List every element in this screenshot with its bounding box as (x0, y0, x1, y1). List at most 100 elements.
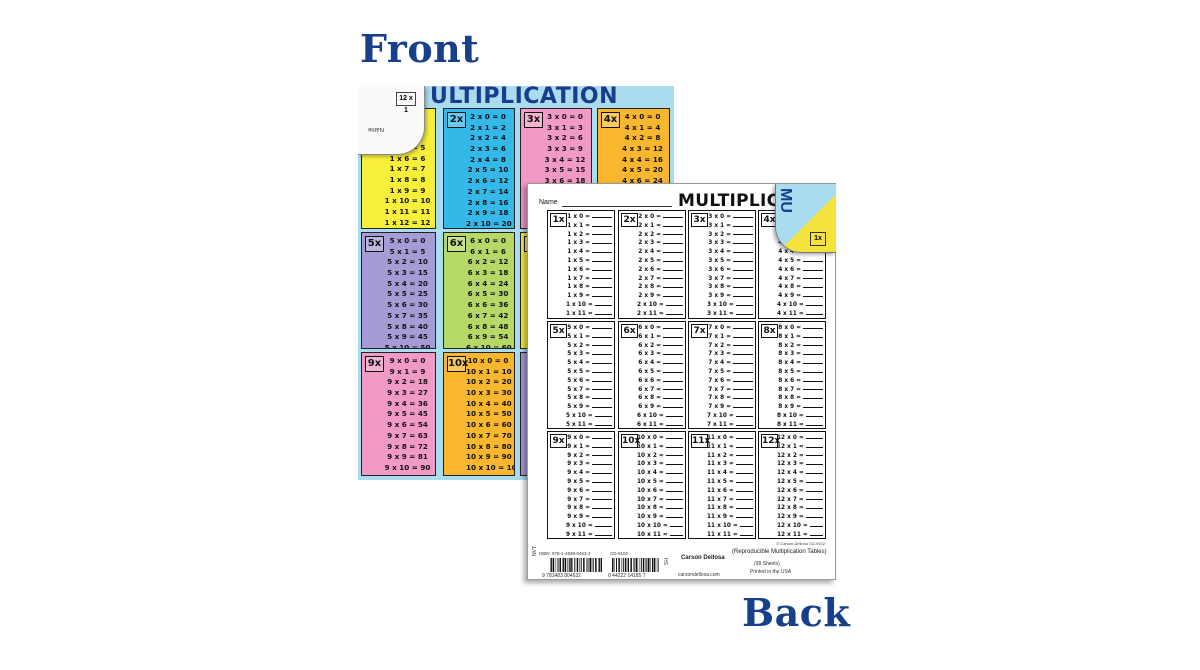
answer-blank (592, 464, 612, 466)
answer-blank (592, 371, 612, 373)
fact-row: 6 x 7 = (637, 386, 683, 395)
answer-blank (592, 336, 612, 338)
answer-blank (592, 354, 612, 356)
fact-row: 10 x 6 = (637, 487, 683, 496)
fact-row: 6 x 8 = 48 (467, 321, 509, 331)
fact-row: 2 x 8 = 16 (467, 197, 509, 207)
fact-row: 10 x 0 = (637, 434, 683, 443)
answer-blank (733, 363, 753, 365)
fact-row: 9 x 7 = (566, 496, 612, 505)
fact-row: 4 x 0 = 0 (624, 112, 661, 121)
answer-blank (735, 481, 753, 483)
fact-row: 4 x 1 = 4 (624, 122, 661, 132)
answer-blank (733, 287, 753, 289)
fact-row: 8 x 3 = (777, 350, 823, 359)
answer-blank (592, 269, 612, 271)
curl-mirror-text: Name (368, 126, 385, 132)
fact-row: 2 x 6 = 12 (467, 176, 509, 186)
fact-row: 12 x 4 = (777, 469, 823, 478)
table-badge: 5x (365, 236, 384, 252)
fact-row: 3 x 8 = (707, 283, 753, 292)
fact-row: 9 x 6 = (566, 487, 612, 496)
answer-blank (733, 345, 753, 347)
answer-blank (592, 389, 612, 391)
fact-row: 3 x 11 = (707, 310, 753, 318)
fact-list: 1 x 5 = 51 x 6 = 61 x 7 = 71 x 8 = 81 x … (384, 143, 431, 228)
answer-blank (663, 296, 683, 298)
front-chart-sheet: ULTIPLICATION 1 x 5 = 51 x 6 = 61 x 7 = … (358, 84, 674, 480)
fact-row: 2 x 4 = (637, 248, 683, 257)
product-code: CD-9102 (610, 551, 629, 556)
fact-row: 10 x 8 = (637, 504, 683, 513)
name-label: Name (539, 199, 558, 206)
fact-list: 11 x 0 =11 x 1 =11 x 2 =11 x 3 =11 x 4 =… (707, 434, 753, 538)
answer-blank (735, 464, 753, 466)
back-page-curl: MU 1x (775, 184, 836, 253)
fact-row: 5 x 8 = (566, 394, 612, 403)
fact-row: 8 x 7 = (777, 386, 823, 395)
answer-blank (735, 473, 753, 475)
answer-blank (733, 278, 753, 280)
fact-row: 2 x 7 = 14 (467, 186, 509, 196)
answer-blank (733, 216, 753, 218)
fact-row: 11 x 9 = (707, 513, 753, 522)
fact-row: 11 x 3 = (707, 460, 753, 469)
answer-blank (735, 517, 753, 519)
answer-blank (663, 398, 683, 400)
fact-row: 6 x 9 = 54 (467, 332, 509, 342)
fact-row: 5 x 1 = 5 (389, 246, 426, 256)
fact-row: 3 x 3 = (707, 239, 753, 248)
fact-row: 1 x 5 = (566, 257, 612, 266)
hs-mark: HS (662, 558, 668, 565)
fact-row: 11 x 0 = (707, 434, 753, 443)
fact-row: 10 x 10 = (637, 522, 683, 531)
answer-blank (805, 473, 823, 475)
fact-row: 9 x 1 = 9 (389, 366, 426, 376)
answer-blank (805, 424, 823, 426)
fact-list: 8 x 0 =8 x 1 =8 x 2 =8 x 3 =8 x 4 =8 x 5… (777, 324, 823, 428)
upc-barcode (612, 558, 659, 572)
answer-blank (592, 327, 612, 329)
fact-row: 10 x 5 = (637, 478, 683, 487)
answer-blank (665, 446, 683, 448)
fact-row: 2 x 2 = (637, 231, 683, 240)
fact-row: 5 x 5 = 25 (387, 289, 428, 299)
fact-row: 11 x 8 = (707, 504, 753, 513)
fact-row: 10 x 7 = (637, 496, 683, 505)
fact-row: 7 x 5 = (707, 368, 753, 377)
fact-row: 10 x 11 = (637, 531, 683, 538)
fact-row: 5 x 5 = (566, 368, 612, 377)
fact-row: 4 x 6 = (777, 266, 823, 275)
fact-row: 3 x 4 = 12 (544, 154, 586, 164)
fact-row: 5 x 2 = (566, 342, 612, 351)
fact-row: 6 x 8 = (637, 394, 683, 403)
answer-blank (665, 455, 683, 457)
answer-blank (663, 225, 683, 227)
fact-row: 5 x 1 = (566, 333, 612, 342)
fact-row: 9 x 2 = (566, 452, 612, 461)
fact-row: 2 x 5 = (637, 257, 683, 266)
fact-row: 1 x 7 = 7 (389, 164, 426, 174)
fact-row: 9 x 7 = 63 (387, 430, 428, 440)
fact-row: 9 x 5 = 45 (387, 409, 428, 419)
fact-row: 9 x 0 = 0 (389, 356, 426, 365)
fact-row: 1 x 11 = (566, 310, 612, 318)
answer-blank (733, 380, 753, 382)
fact-row: 8 x 6 = (777, 377, 823, 386)
fact-row: 2 x 11 = (637, 310, 683, 318)
fact-row: 5 x 10 = 50 (384, 342, 431, 349)
answer-blank (592, 287, 612, 289)
fact-row: 7 x 2 = (707, 342, 753, 351)
answer-blank (592, 490, 612, 492)
answer-blank (663, 407, 683, 409)
fact-row: 2 x 0 = 0 (470, 112, 506, 121)
fact-row: 10 x 1 = 10 (466, 366, 512, 376)
fact-row: 4 x 5 = 20 (622, 165, 663, 175)
fact-row: 6 x 1 = 6 (470, 246, 506, 256)
answer-blank (592, 296, 612, 298)
